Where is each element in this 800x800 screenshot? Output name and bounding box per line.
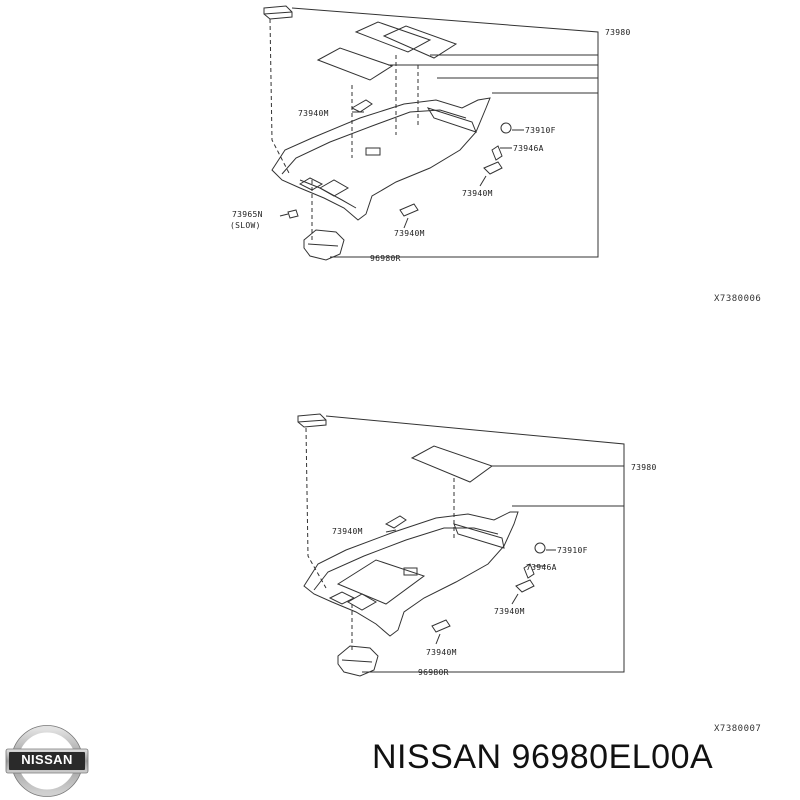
assist-grip-right-bottom xyxy=(515,579,535,593)
label-73910f-bottom: 73910F xyxy=(557,546,588,555)
label-73965n-top: 73965N xyxy=(232,210,263,219)
label-73940m-b-top: 73940M xyxy=(462,189,493,198)
label-73940m-b-bottom: 73940M xyxy=(494,607,525,616)
label-73940m-a-top: 73940M xyxy=(298,109,329,118)
bracket-73946a-bottom xyxy=(523,563,535,579)
roof-pad-bottom xyxy=(410,445,494,483)
map-lamp-part-bottom xyxy=(297,413,327,428)
part-number-title: NISSAN 96980EL00A xyxy=(372,738,714,776)
label-73946a-top: 73946A xyxy=(513,144,544,153)
label-slow-top: (SLOW) xyxy=(230,221,261,230)
label-96980r-top: 96980R xyxy=(370,254,401,263)
hook-73965n xyxy=(287,209,299,219)
headliner-top xyxy=(271,97,491,221)
label-73946a-bottom: 73946A xyxy=(526,563,557,572)
bottom-labels: 73980 73940M 73910F 73946A 73940M 73940M… xyxy=(332,463,761,734)
label-73980-bottom: 73980 xyxy=(631,463,657,472)
roof-pad-rear xyxy=(382,25,458,59)
label-73940m-c-bottom: 73940M xyxy=(426,648,457,657)
assist-grip-left xyxy=(350,99,373,113)
roof-pad-mid xyxy=(354,21,432,53)
bracket-73946a xyxy=(491,145,503,161)
diagram-code-top: X7380006 xyxy=(714,294,761,304)
assist-grip-lower-bottom xyxy=(431,619,451,633)
label-73940m-c-top: 73940M xyxy=(394,229,425,238)
bottom-diagram xyxy=(297,413,625,677)
overhead-console-96980r xyxy=(303,229,345,261)
clip-73910f xyxy=(500,122,512,134)
nissan-logo-text: NISSAN xyxy=(21,752,73,767)
assist-grip-lower xyxy=(399,203,419,217)
label-96980r-bottom: 96980R xyxy=(418,668,449,677)
map-lamp-part xyxy=(263,5,293,20)
leader-frame-top xyxy=(291,7,599,258)
label-73940m-a-bottom: 73940M xyxy=(332,527,363,536)
top-labels: 73980 73940M 73910F 73946A 73940M 73965N… xyxy=(230,28,761,304)
label-73910f-top: 73910F xyxy=(525,126,556,135)
clip-73910f-bottom xyxy=(534,542,546,554)
nissan-logo-icon xyxy=(5,725,89,797)
diagram-code-bottom: X7380007 xyxy=(714,724,761,734)
assist-grip-left-bottom xyxy=(384,515,407,529)
roof-pad-front xyxy=(316,47,394,81)
top-diagram xyxy=(263,5,599,261)
assist-grip-right xyxy=(483,161,503,175)
headliner-bottom xyxy=(303,511,519,637)
overhead-console-96980r-bottom xyxy=(337,645,379,677)
label-73980-top: 73980 xyxy=(605,28,631,37)
sunroof-opening xyxy=(336,559,426,605)
